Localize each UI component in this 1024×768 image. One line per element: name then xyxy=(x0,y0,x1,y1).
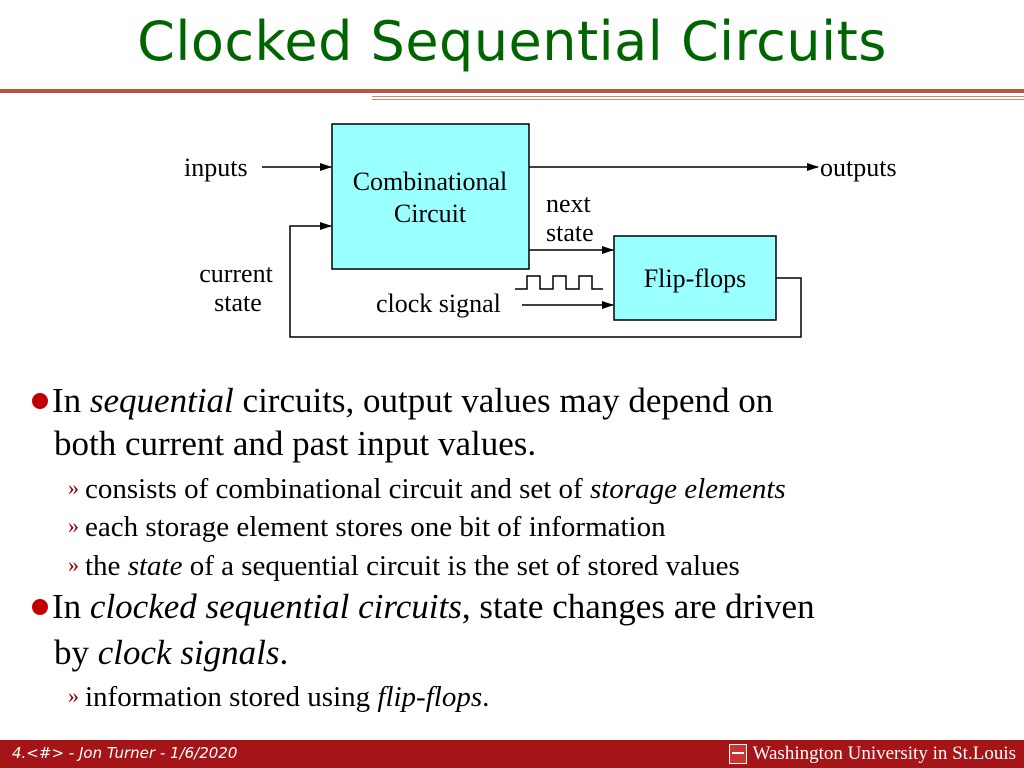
footer-bar: 4.<#> - Jon Turner - 1/6/2020 Washington… xyxy=(0,740,1024,768)
title-rule-thin xyxy=(372,99,1024,100)
next-state-label: state xyxy=(546,218,594,247)
flip-flops-box xyxy=(613,235,777,321)
slide-number-author-date: 4.<#> - Jon Turner - 1/6/2020 xyxy=(12,744,238,762)
university-logo: Washington University in St.Louis xyxy=(728,743,1016,765)
clock-waveform xyxy=(515,275,603,290)
circuit-label: Circuit xyxy=(394,199,467,228)
title-rule-thin xyxy=(372,96,1024,97)
outputs-label: outputs xyxy=(820,153,897,182)
university-name: Washington University in St.Louis xyxy=(752,743,1016,764)
current-label: current xyxy=(199,259,273,288)
title-rule xyxy=(0,89,1024,93)
combinational-label: Combinational xyxy=(353,167,508,196)
combinational-circuit-box xyxy=(331,123,530,270)
clock-signal-label: clock signal xyxy=(376,289,501,318)
current-state-label: state xyxy=(214,288,262,317)
flip-flops-label: Flip-flops xyxy=(644,264,747,293)
next-label: next xyxy=(546,189,592,218)
university-seal-icon xyxy=(728,744,747,764)
feedback-loop xyxy=(289,222,802,338)
slide-title: Clocked Sequential Circuits xyxy=(137,10,887,73)
inputs-label: inputs xyxy=(184,153,248,182)
